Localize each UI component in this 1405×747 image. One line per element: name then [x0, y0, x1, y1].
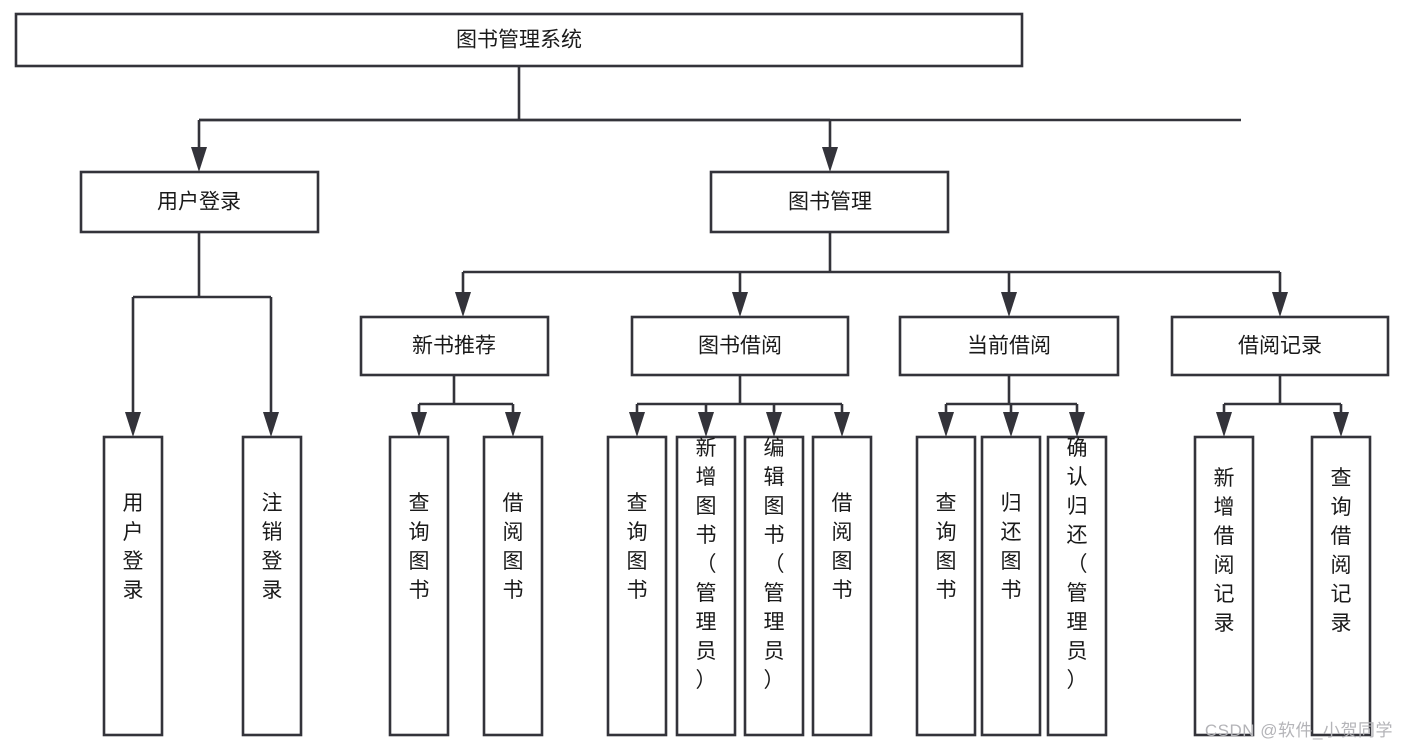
node-leaf-edit-book-label: 编辑图书（管理员）: [764, 437, 785, 692]
node-leaf-query-book-2[interactable]: 查询图书: [606, 435, 668, 737]
node-book-manage-label: 图书管理: [788, 191, 872, 214]
arrow-leaf-borrow-book-1: [505, 412, 521, 437]
arrow-leaf-add-book: [698, 412, 714, 437]
node-leaf-query-book-3-box[interactable]: [915, 435, 977, 737]
node-leaf-return-book-box[interactable]: [980, 435, 1042, 737]
node-leaf-confirm-return-label: 确认归还（管理员）: [1067, 437, 1088, 692]
node-book-manage-box[interactable]: [709, 170, 950, 234]
node-user-login-box[interactable]: [79, 170, 320, 234]
node-leaf-query-book-1-box[interactable]: [388, 435, 450, 737]
node-leaf-query-book-3[interactable]: 查询图书: [915, 435, 977, 737]
node-leaf-user-login-box[interactable]: [102, 435, 164, 737]
node-leaf-query-book-2-label: 查询图书: [627, 492, 648, 602]
watermark: CSDN @软件_小贺同学: [1204, 721, 1393, 740]
node-leaf-query-book-1-label: 查询图书: [409, 492, 430, 602]
node-leaf-logout-label: 注销登录: [262, 492, 283, 602]
arrow-leaf-add-record: [1216, 412, 1232, 437]
node-leaf-logout[interactable]: 注销登录: [241, 435, 303, 737]
node-leaf-borrow-book-1-box[interactable]: [482, 435, 544, 737]
node-current-borrow[interactable]: 当前借阅: [898, 315, 1120, 377]
node-leaf-query-book-1[interactable]: 查询图书: [388, 435, 450, 737]
node-borrow-record-label: 借阅记录: [1238, 335, 1322, 358]
node-root[interactable]: 图书管理系统: [14, 12, 1024, 68]
node-book-manage[interactable]: 图书管理: [709, 170, 950, 234]
node-leaf-borrow-book-2[interactable]: 借阅图书: [811, 435, 873, 737]
arrow-leaf-confirm-return: [1069, 412, 1085, 437]
node-borrow-record[interactable]: 借阅记录: [1170, 315, 1390, 377]
node-leaf-edit-book[interactable]: 编辑图书（管理员）: [743, 435, 805, 737]
node-leaf-add-record[interactable]: 新增借阅记录: [1193, 435, 1255, 737]
node-leaf-add-book[interactable]: 新增图书（管理员）: [675, 435, 737, 737]
node-root-box[interactable]: [14, 12, 1024, 68]
arrow-leaf-return-book: [1003, 412, 1019, 437]
node-leaf-confirm-return[interactable]: 确认归还（管理员）: [1046, 435, 1108, 737]
node-leaf-borrow-book-1-label: 借阅图书: [503, 492, 524, 602]
arrow-leaf-edit-book: [766, 412, 782, 437]
node-leaf-return-book-label: 归还图书: [1001, 492, 1022, 602]
connector-layer: [125, 66, 1349, 437]
arrow-user-login: [191, 147, 207, 172]
node-book-borrow-box[interactable]: [630, 315, 850, 377]
node-leaf-query-book-2-box[interactable]: [606, 435, 668, 737]
node-borrow-record-box[interactable]: [1170, 315, 1390, 377]
node-leaf-add-record-label: 新增借阅记录: [1214, 467, 1235, 635]
node-current-borrow-box[interactable]: [898, 315, 1120, 377]
node-leaf-query-book-3-label: 查询图书: [936, 492, 957, 602]
node-leaf-edit-book-box[interactable]: [743, 435, 805, 737]
node-new-book-rec[interactable]: 新书推荐: [359, 315, 550, 377]
node-book-borrow-label: 图书借阅: [698, 335, 782, 358]
node-leaf-add-book-box[interactable]: [675, 435, 737, 737]
node-leaf-return-book[interactable]: 归还图书: [980, 435, 1042, 737]
node-leaf-logout-box[interactable]: [241, 435, 303, 737]
node-leaf-user-login[interactable]: 用户登录: [102, 435, 164, 737]
arrow-leaf-query-book-2: [629, 412, 645, 437]
node-leaf-borrow-book-2-label: 借阅图书: [832, 492, 853, 602]
node-leaf-query-record-box[interactable]: [1310, 435, 1372, 737]
node-root-label: 图书管理系统: [456, 29, 582, 52]
arrow-leaf-user-login: [125, 412, 141, 437]
arrow-book-manage: [822, 147, 838, 172]
node-new-book-rec-label: 新书推荐: [412, 335, 496, 358]
node-leaf-add-book-label: 新增图书（管理员）: [696, 437, 717, 692]
node-leaf-confirm-return-box[interactable]: [1046, 435, 1108, 737]
arrow-leaf-logout: [263, 412, 279, 437]
node-current-borrow-label: 当前借阅: [967, 335, 1051, 358]
arrow-borrow-record: [1272, 292, 1288, 317]
node-leaf-borrow-book-2-box[interactable]: [811, 435, 873, 737]
node-new-book-rec-box[interactable]: [359, 315, 550, 377]
node-book-borrow[interactable]: 图书借阅: [630, 315, 850, 377]
node-leaf-user-login-label: 用户登录: [123, 492, 144, 602]
arrow-leaf-query-record: [1333, 412, 1349, 437]
arrow-leaf-query-book-3: [938, 412, 954, 437]
arrow-new-book-rec: [455, 292, 471, 317]
node-user-login-label: 用户登录: [157, 191, 241, 214]
arrow-leaf-query-book-1: [411, 412, 427, 437]
arrow-book-borrow: [732, 292, 748, 317]
node-user-login[interactable]: 用户登录: [79, 170, 320, 234]
node-leaf-borrow-book-1[interactable]: 借阅图书: [482, 435, 544, 737]
node-leaf-add-record-box[interactable]: [1193, 435, 1255, 737]
arrow-current-borrow: [1001, 292, 1017, 317]
node-leaf-query-record[interactable]: 查询借阅记录: [1310, 435, 1372, 737]
node-leaf-query-record-label: 查询借阅记录: [1331, 467, 1352, 635]
arrow-leaf-borrow-book-2: [834, 412, 850, 437]
